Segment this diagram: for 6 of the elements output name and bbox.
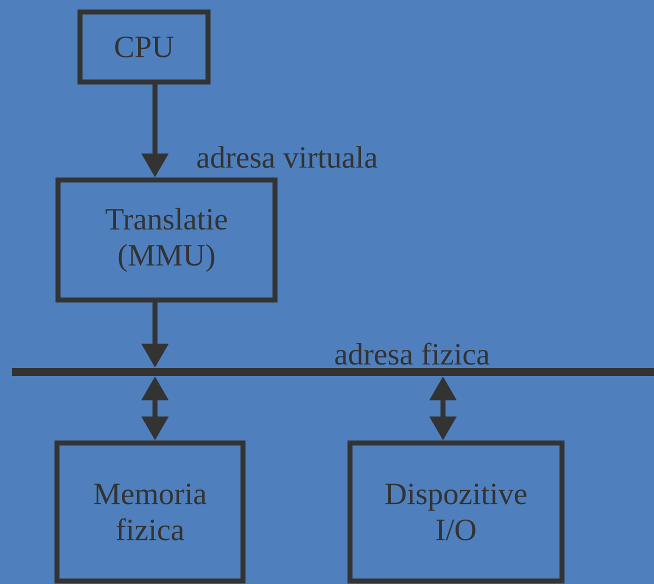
- process-box: CPU: [78, 10, 210, 84]
- edge-label: adresa virtuala: [195, 145, 379, 169]
- process-box: Translatie (MMU): [56, 178, 278, 302]
- process-box: Memoria fizica: [54, 440, 246, 584]
- process-box: Dispozitive I/O: [348, 440, 564, 584]
- bus-label: adresa fizica: [333, 342, 491, 366]
